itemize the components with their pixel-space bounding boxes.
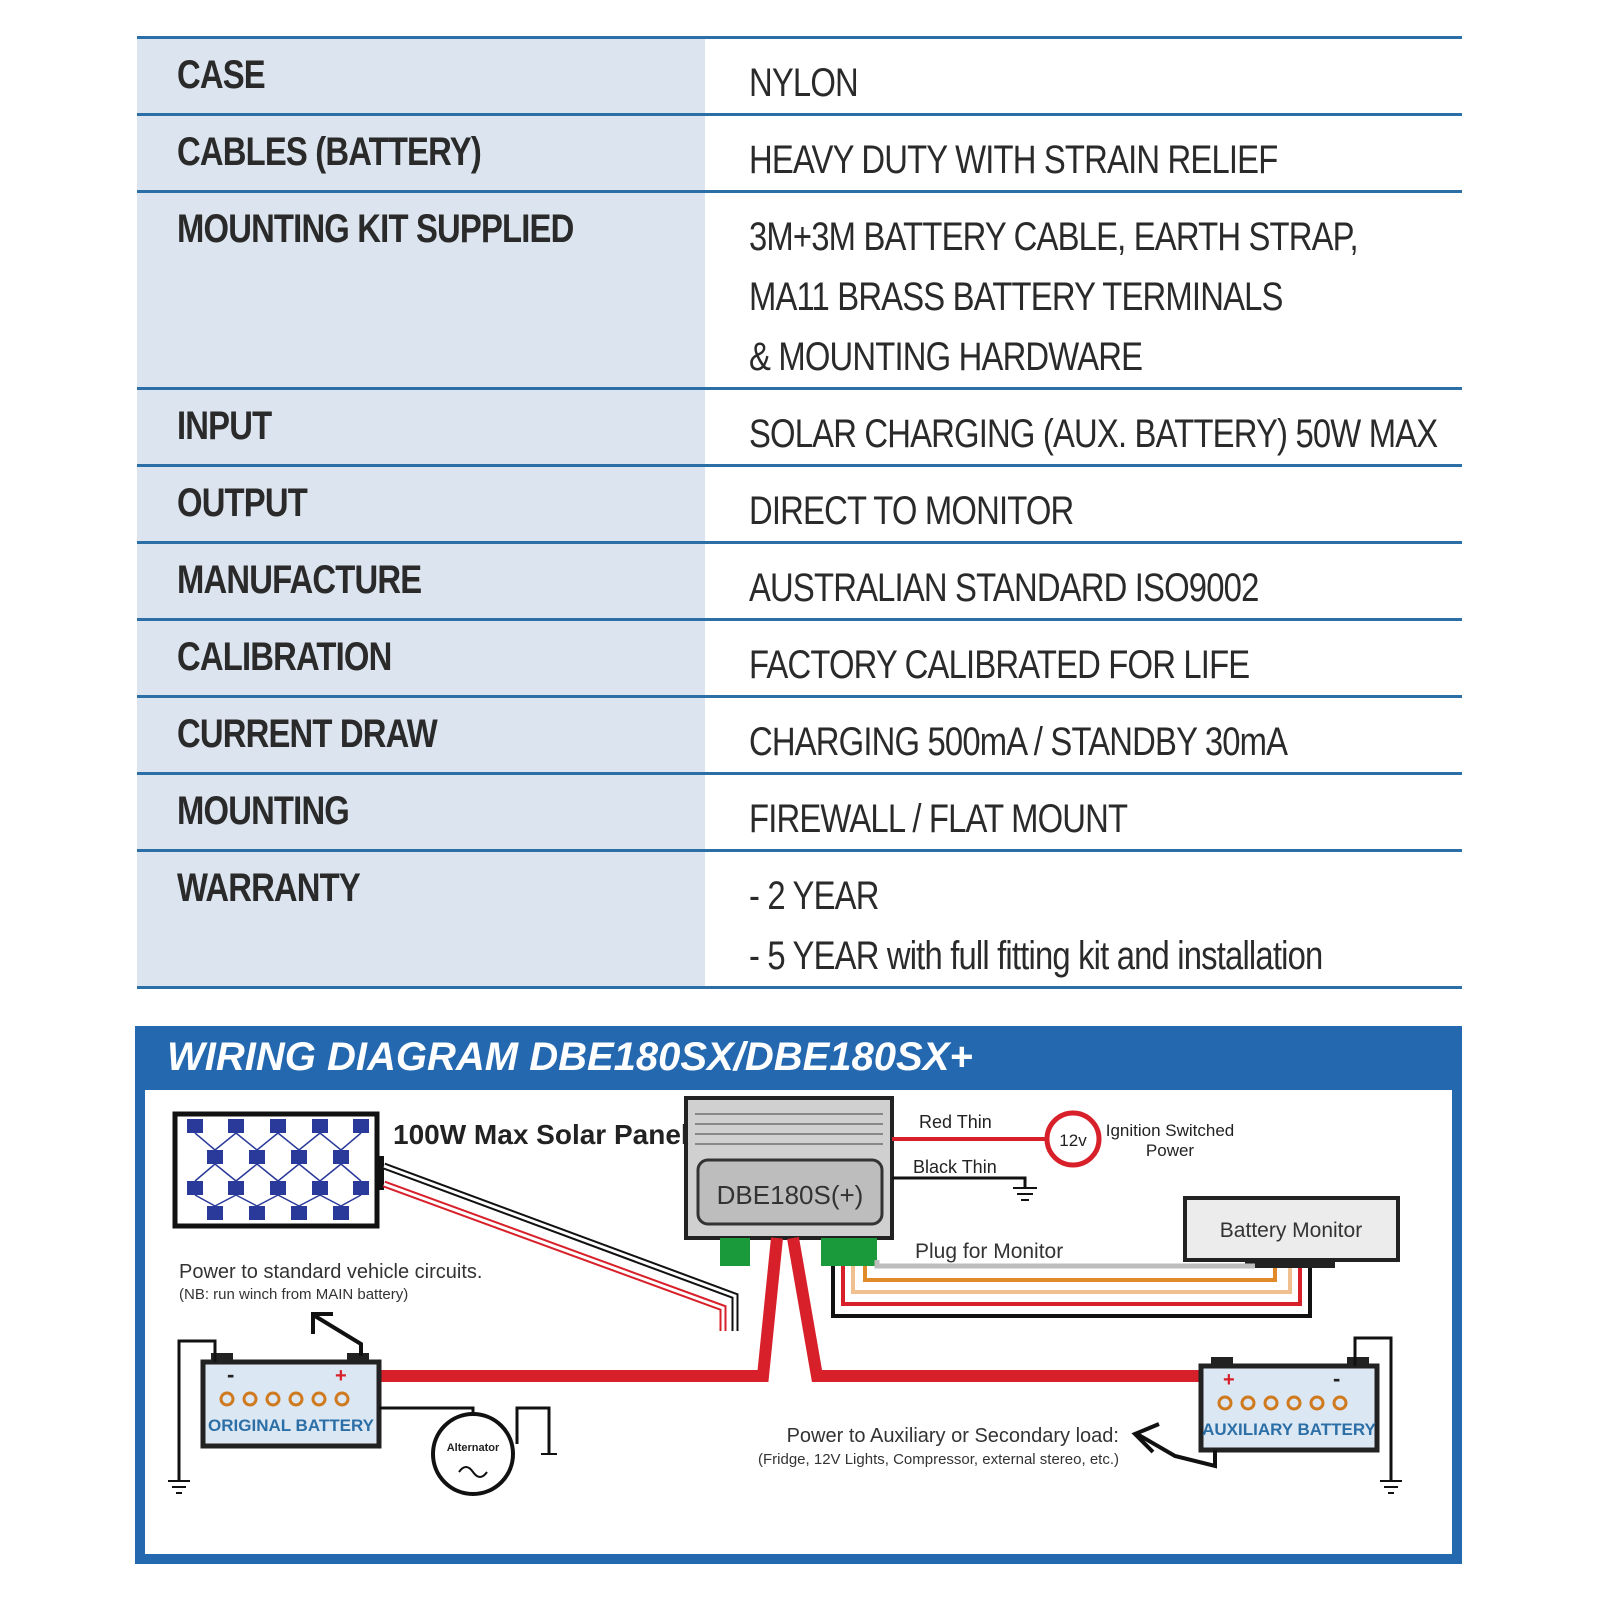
wiring-diagram: WIRING DIAGRAM DBE180SX/DBE180SX+ 100W M…	[135, 1026, 1462, 1564]
spec-table: CASE NYLON CABLES (BATTERY) HEAVY DUTY WITH…	[137, 36, 1462, 989]
spec-value-line: SOLAR CHARGING (AUX. BATTERY) 50W MAX	[749, 404, 1462, 464]
spec-value-line: - 5 YEAR with full fitting kit and insta…	[749, 926, 1462, 986]
spec-value: DIRECT TO MONITOR	[705, 464, 1462, 543]
spec-value: - 2 YEAR - 5 YEAR with full fitting kit a…	[705, 849, 1462, 989]
diagram-title: WIRING DIAGRAM DBE180SX/DBE180SX+	[167, 1035, 973, 1079]
battery-monitor-box	[1183, 1196, 1400, 1262]
spec-row: MOUNTING FIREWALL / FLAT MOUNT	[137, 772, 1462, 851]
spec-value: NYLON	[705, 36, 1462, 115]
spec-value-text: MA11 BRASS BATTERY TERMINALS	[749, 275, 1283, 319]
spec-value: AUSTRALIAN STANDARD ISO9002	[705, 541, 1462, 620]
spec-label: CURRENT DRAW	[137, 695, 705, 774]
solar-panel-label: 100W Max Solar Panel	[393, 1119, 689, 1150]
spec-label: CALIBRATION	[137, 618, 705, 697]
spec-value-line: DIRECT TO MONITOR	[749, 481, 1462, 541]
spec-value-line: FIREWALL / FLAT MOUNT	[749, 789, 1462, 849]
spec-value-line: MA11 BRASS BATTERY TERMINALS	[749, 267, 1462, 327]
original-battery-label: ORIGINAL BATTERY	[208, 1416, 375, 1435]
spec-label: WARRANTY	[137, 849, 705, 989]
spec-value: 3M+3M BATTERY CABLE, EARTH STRAP, MA11 BR…	[705, 190, 1462, 389]
power-std-note: (NB: run winch from MAIN battery)	[179, 1286, 408, 1303]
spec-label-text: MOUNTING KIT SUPPLIED	[177, 207, 574, 251]
spec-row: MANUFACTURE AUSTRALIAN STANDARD ISO9002	[137, 541, 1462, 620]
black-thin-label: Black Thin	[913, 1157, 997, 1177]
svg-text:+: +	[1223, 1369, 1235, 1391]
spec-value: CHARGING 500mA / STANDBY 30mA	[705, 695, 1462, 774]
spec-value-line: FACTORY CALIBRATED FOR LIFE	[749, 635, 1462, 695]
original-battery-icon: - + ORIGINAL BATTERY	[200, 1353, 382, 1449]
spec-label: MOUNTING KIT SUPPLIED	[137, 190, 705, 389]
alternator-label: Alternator	[447, 1442, 500, 1454]
power-std-label: Power to standard vehicle circuits.	[179, 1261, 482, 1283]
spec-row: CURRENT DRAW CHARGING 500mA / STANDBY 30m…	[137, 695, 1462, 774]
spec-value-text: HEAVY DUTY WITH STRAIN RELIEF	[749, 138, 1278, 182]
arrow-left-icon	[1131, 1422, 1160, 1454]
red-thin-label: Red Thin	[919, 1112, 992, 1132]
spec-label: MOUNTING	[137, 772, 705, 851]
spec-value-text: - 2 YEAR	[749, 874, 879, 918]
fuse-icon	[1044, 1110, 1102, 1168]
spec-row: OUTPUT DIRECT TO MONITOR	[137, 464, 1462, 543]
spec-value-line: & MOUNTING HARDWARE	[749, 327, 1462, 387]
spec-label-text: WARRANTY	[177, 866, 361, 910]
spec-value: FACTORY CALIBRATED FOR LIFE	[705, 618, 1462, 697]
spec-label-text: CABLES (BATTERY)	[177, 130, 482, 174]
spec-row: CABLES (BATTERY) HEAVY DUTY WITH STRAIN R…	[137, 113, 1462, 192]
spec-value-text: 3M+3M BATTERY CABLE, EARTH STRAP,	[749, 215, 1359, 259]
control-unit: DBE180S(+)	[684, 1096, 894, 1266]
solar-panel-icon	[172, 1111, 384, 1229]
spec-value-text: DIRECT TO MONITOR	[749, 489, 1074, 533]
spec-label-text: MOUNTING	[177, 789, 350, 833]
control-unit-label: DBE180S(+)	[717, 1180, 864, 1210]
spec-row: CASE NYLON	[137, 36, 1462, 115]
spec-label-text: CURRENT DRAW	[177, 712, 438, 756]
auxiliary-battery-icon: + - AUXILIARY BATTERY	[1198, 1357, 1380, 1453]
spec-value-line: HEAVY DUTY WITH STRAIN RELIEF	[749, 130, 1462, 190]
spec-value-text: FACTORY CALIBRATED FOR LIFE	[749, 643, 1250, 687]
spec-label: CABLES (BATTERY)	[137, 113, 705, 192]
svg-text:+: +	[335, 1365, 347, 1387]
spec-value-line: 3M+3M BATTERY CABLE, EARTH STRAP,	[749, 207, 1462, 267]
spec-value-line: AUSTRALIAN STANDARD ISO9002	[749, 558, 1462, 618]
spec-value: SOLAR CHARGING (AUX. BATTERY) 50W MAX	[705, 387, 1462, 466]
spec-label-text: CALIBRATION	[177, 635, 392, 679]
fuse-label: 12v	[1059, 1131, 1087, 1150]
spec-value: FIREWALL / FLAT MOUNT	[705, 772, 1462, 851]
spec-label-text: MANUFACTURE	[177, 558, 422, 602]
plug-monitor-label: Plug for Monitor	[915, 1240, 1063, 1263]
spec-row: WARRANTY - 2 YEAR - 5 YEAR with full fitti…	[137, 849, 1462, 989]
spec-label-text: CASE	[177, 53, 266, 97]
spec-row: INPUT SOLAR CHARGING (AUX. BATTERY) 50W M…	[137, 387, 1462, 466]
battery-monitor-label: Battery Monitor	[1220, 1219, 1362, 1242]
spec-value-text: CHARGING 500mA / STANDBY 30mA	[749, 720, 1288, 764]
arrow-up-icon	[311, 1312, 333, 1334]
spec-value-text: SOLAR CHARGING (AUX. BATTERY) 50W MAX	[749, 412, 1438, 456]
spec-value-text: AUSTRALIAN STANDARD ISO9002	[749, 566, 1259, 610]
power-aux-label: Power to Auxiliary or Secondary load:	[787, 1425, 1119, 1447]
svg-text:-: -	[227, 1362, 234, 1387]
ignition-label-1: Ignition Switched	[1106, 1121, 1235, 1140]
spec-value-text: FIREWALL / FLAT MOUNT	[749, 797, 1128, 841]
alternator-icon	[431, 1412, 515, 1496]
spec-label: OUTPUT	[137, 464, 705, 543]
auxiliary-battery-label: AUXILIARY BATTERY	[1202, 1420, 1376, 1439]
spec-label: MANUFACTURE	[137, 541, 705, 620]
spec-label-text: OUTPUT	[177, 481, 308, 525]
spec-label: CASE	[137, 36, 705, 115]
spec-value-text: & MOUNTING HARDWARE	[749, 335, 1143, 379]
spec-value-line: NYLON	[749, 53, 1462, 113]
spec-value-line: - 2 YEAR	[749, 866, 1462, 926]
spec-value-text: - 5 YEAR with full fitting kit and insta…	[749, 934, 1323, 978]
ground-icon	[1013, 1187, 1037, 1201]
spec-row: MOUNTING KIT SUPPLIED 3M+3M BATTERY CABLE…	[137, 190, 1462, 389]
power-aux-note: (Fridge, 12V Lights, Compressor, externa…	[758, 1451, 1119, 1468]
spec-label: INPUT	[137, 387, 705, 466]
spec-row: CALIBRATION FACTORY CALIBRATED FOR LIFE	[137, 618, 1462, 697]
ignition-label-2: Power	[1146, 1141, 1195, 1160]
spec-label-text: INPUT	[177, 404, 272, 448]
spec-value: HEAVY DUTY WITH STRAIN RELIEF	[705, 113, 1462, 192]
svg-text:-: -	[1333, 1366, 1340, 1391]
spec-value-line: CHARGING 500mA / STANDBY 30mA	[749, 712, 1462, 772]
spec-value-text: NYLON	[749, 61, 859, 105]
